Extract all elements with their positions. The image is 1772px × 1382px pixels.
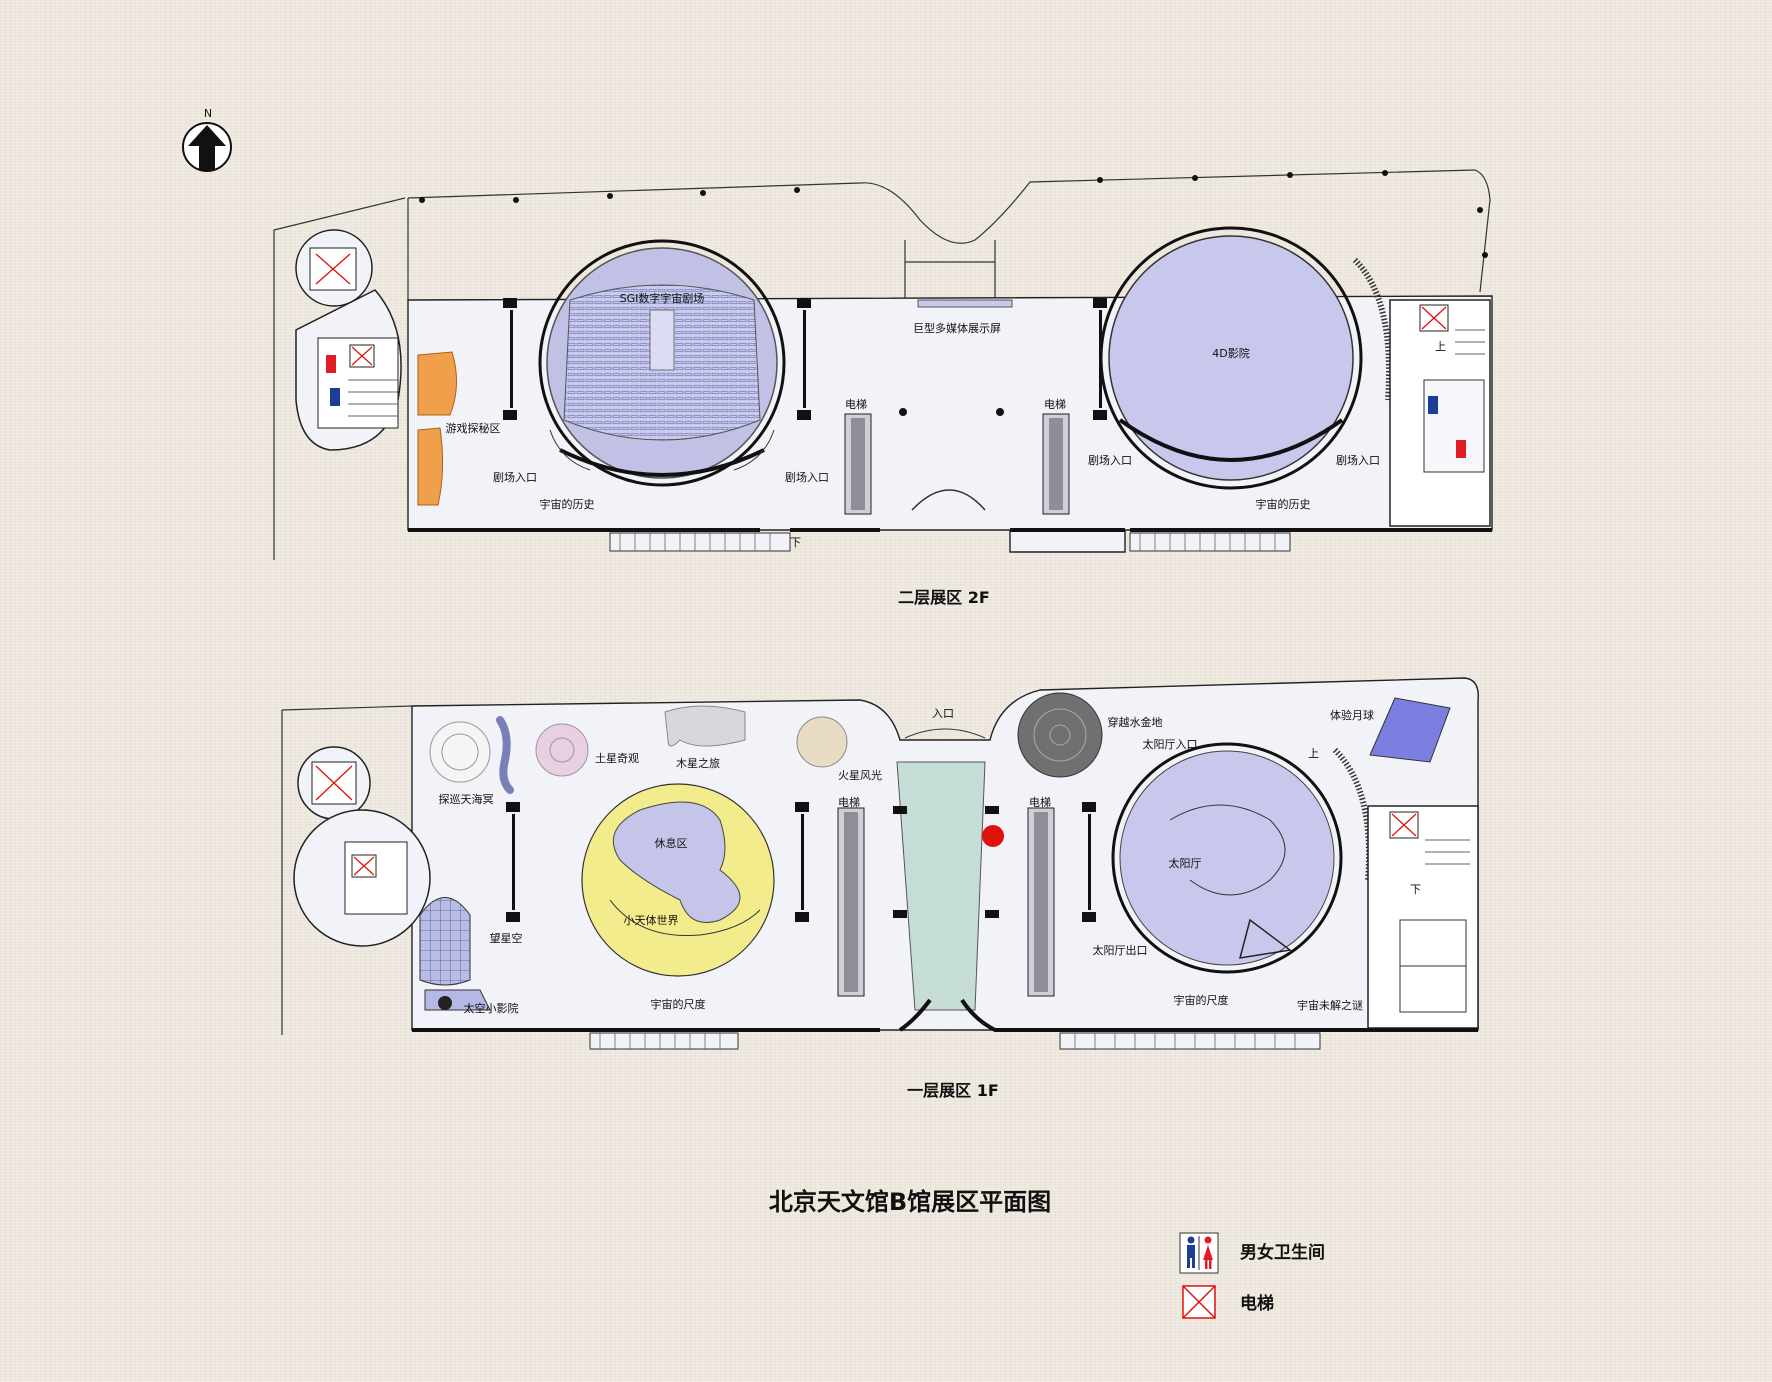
stair-tower-west-1f	[293, 746, 431, 947]
stargaze-label: 望星空	[490, 931, 523, 945]
theater-entry-label: 剧场入口	[493, 470, 537, 484]
columns-2f	[419, 170, 1488, 420]
theater-4d	[1099, 226, 1393, 490]
scale-label: 宇宙的尺度	[1174, 993, 1229, 1007]
game-zone-label: 游戏探秘区	[446, 421, 501, 435]
elevator-label-1f-b: 电梯	[1029, 796, 1051, 809]
escalator-2f-b	[1042, 413, 1070, 515]
columns-1f	[506, 802, 1096, 922]
theater-4d-label: 4D影院	[1212, 346, 1249, 360]
map-title: 北京天文馆B馆展区平面图	[769, 1188, 1051, 1216]
legend: 男女卫生间 电梯	[1179, 1232, 1325, 1319]
space-cinema-label: 太空小影院	[464, 1001, 519, 1015]
jupiter-label: 木星之旅	[676, 756, 720, 770]
small-world-zone	[581, 783, 775, 977]
history-label: 宇宙的历史	[1256, 497, 1311, 511]
exhibit-stargaze	[419, 897, 471, 986]
escalator-1f-b	[1027, 807, 1055, 997]
saturn-label: 土星奇观	[595, 752, 639, 765]
floor-2-plan: SGI数字宇宙剧场 巨型多媒体展示屏 4D影院 游戏探秘区 电梯 电梯 剧场入口…	[273, 169, 1493, 607]
game-zone-block	[417, 351, 458, 416]
exhibit-jupiter	[664, 705, 746, 747]
scale-label: 宇宙的尺度	[651, 997, 706, 1011]
sgi-theater	[538, 239, 786, 487]
stair-tower-west-2f	[295, 229, 402, 451]
exhibit-moon	[1369, 697, 1451, 763]
rest-label: 休息区	[655, 836, 688, 850]
stair-down-label: 下	[1410, 883, 1421, 896]
north-arrow-icon: N	[182, 107, 232, 172]
sun-entry-label: 太阳厅入口	[1143, 738, 1198, 751]
escalator-2f-a	[844, 413, 872, 515]
history-label: 宇宙的历史	[540, 497, 595, 511]
service-core-east-2f	[1389, 299, 1491, 527]
sgi-theater-label: SGI数字宇宙剧场	[620, 291, 705, 305]
sun-hall	[1111, 742, 1373, 974]
sun-hall-label: 太阳厅	[1169, 857, 1202, 870]
exhibit-saturn	[535, 723, 589, 777]
exhibit-sea	[429, 721, 491, 783]
sea-label: 探巡天海冥	[439, 792, 494, 806]
legend-elevator-label: 电梯	[1240, 1293, 1274, 1314]
elevator-label-2f-b: 电梯	[1044, 398, 1066, 411]
moon-label: 体验月球	[1330, 708, 1374, 722]
elevator-icon	[1182, 1285, 1216, 1319]
sun-exit-label: 太阳厅出口	[1093, 943, 1148, 957]
elevator-label-1f-a: 电梯	[838, 796, 860, 809]
floor-2-title: 二层展区 2F	[898, 588, 990, 607]
entrance-corridor	[896, 761, 986, 1011]
entrance-label: 入口	[932, 707, 954, 720]
floor-1-plan: 入口 土星奇观 木星之旅 火星风光 探巡天海冥 休息区 小天体世界 望星空 太空…	[281, 677, 1479, 1100]
mercury-label: 穿越水金地	[1108, 715, 1163, 729]
stair-up-label: 上	[1308, 747, 1319, 760]
compass-letter: N	[204, 107, 212, 120]
big-screen-label: 巨型多媒体展示屏	[913, 321, 1001, 335]
site-line	[273, 197, 406, 231]
big-screen	[917, 299, 1013, 308]
game-zone-block	[417, 427, 444, 506]
service-core-east-1f	[1367, 805, 1479, 1029]
location-marker	[982, 825, 1004, 847]
small-world-label: 小天体世界	[624, 913, 679, 927]
mars-label: 火星风光	[838, 768, 882, 782]
exhibit-mars	[796, 716, 848, 768]
escalator-1f-a	[837, 807, 865, 997]
stair-up-label: 上	[1435, 340, 1446, 353]
theater-entry-label: 剧场入口	[1336, 453, 1380, 467]
exhibit-mercury	[1017, 692, 1103, 778]
elevator-label-2f-a: 电梯	[845, 398, 867, 411]
mystery-label: 宇宙未解之谜	[1297, 998, 1363, 1012]
restroom-icon	[1179, 1232, 1219, 1274]
theater-entry-label: 剧场入口	[1088, 453, 1132, 467]
stair-down-label: 下	[790, 536, 801, 549]
floor-1-title: 一层展区 1F	[907, 1081, 999, 1100]
legend-restroom-label: 男女卫生间	[1240, 1242, 1325, 1263]
theater-entry-label: 剧场入口	[785, 470, 829, 484]
